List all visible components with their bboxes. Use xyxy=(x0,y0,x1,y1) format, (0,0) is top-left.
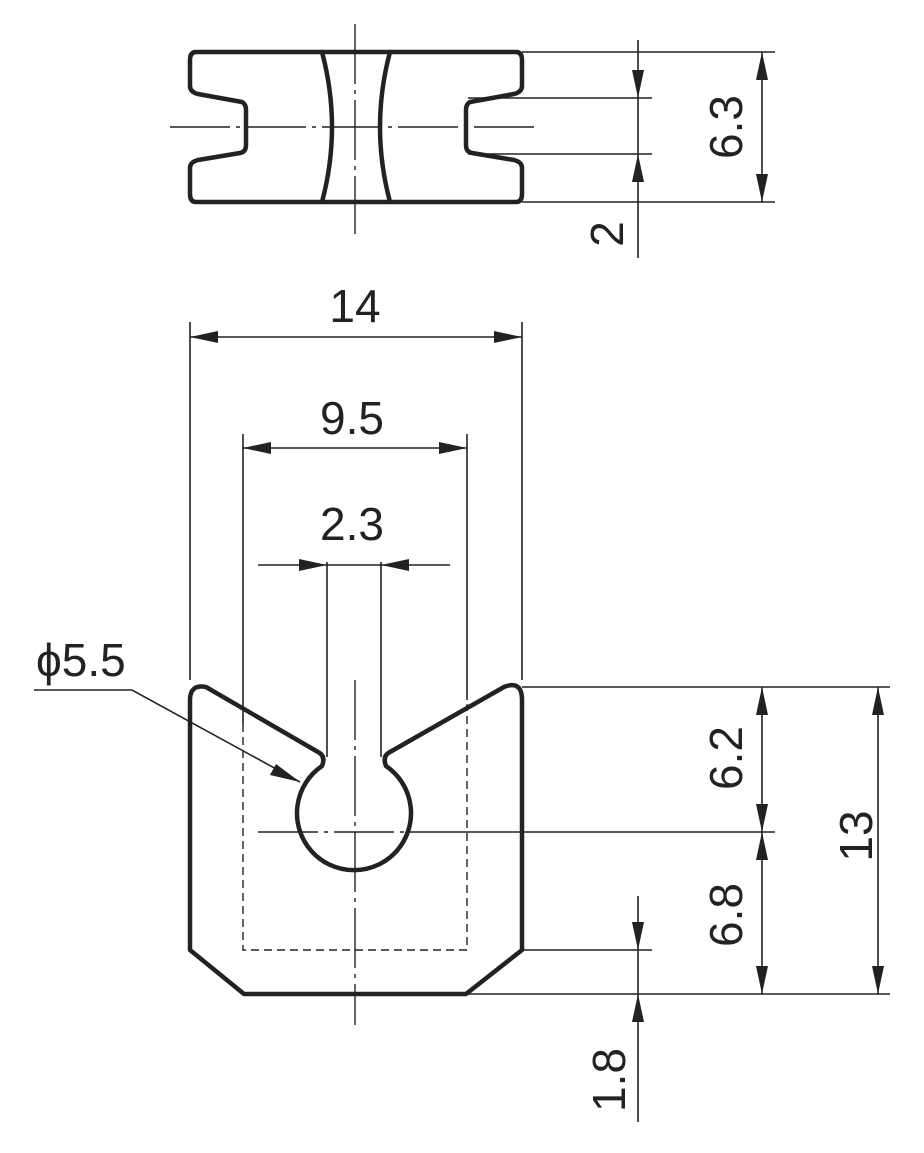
arrowhead xyxy=(494,331,522,343)
arrowhead xyxy=(381,559,409,571)
dim-label-6-8: 6.8 xyxy=(700,883,752,947)
arrowhead xyxy=(632,70,644,98)
dim-label-1-8: 1.8 xyxy=(583,1048,635,1112)
arrowhead xyxy=(756,687,768,715)
top-view-outline xyxy=(187,49,525,205)
dim-label-14: 14 xyxy=(329,280,380,332)
arrowhead xyxy=(756,174,768,202)
hole-leader-line xyxy=(34,689,301,783)
top-view xyxy=(170,24,775,258)
dim-label-6-2: 6.2 xyxy=(700,726,752,790)
dim-label-2: 2 xyxy=(581,221,633,247)
arrowhead xyxy=(299,559,327,571)
arrowhead xyxy=(270,764,300,782)
arrowhead xyxy=(756,52,768,80)
dim-label-9-5: 9.5 xyxy=(320,392,384,444)
arrowhead xyxy=(190,331,218,343)
dim-label-2-3: 2.3 xyxy=(320,498,384,550)
arrowhead xyxy=(872,687,884,715)
arrowhead xyxy=(243,442,271,454)
front-view xyxy=(34,322,890,1122)
dim-label-13: 13 xyxy=(830,810,882,861)
arrowhead xyxy=(756,966,768,994)
dim-label-6-3: 6.3 xyxy=(700,95,752,159)
arrowhead xyxy=(439,442,467,454)
front-view-outline xyxy=(187,682,525,997)
arrowhead xyxy=(632,922,644,950)
arrowhead xyxy=(632,154,644,182)
arrowhead xyxy=(756,804,768,832)
arrowhead xyxy=(632,994,644,1022)
dim-label-hole-diameter: ϕ5.5 xyxy=(36,634,126,686)
arrowhead xyxy=(756,832,768,860)
arrowhead xyxy=(872,966,884,994)
